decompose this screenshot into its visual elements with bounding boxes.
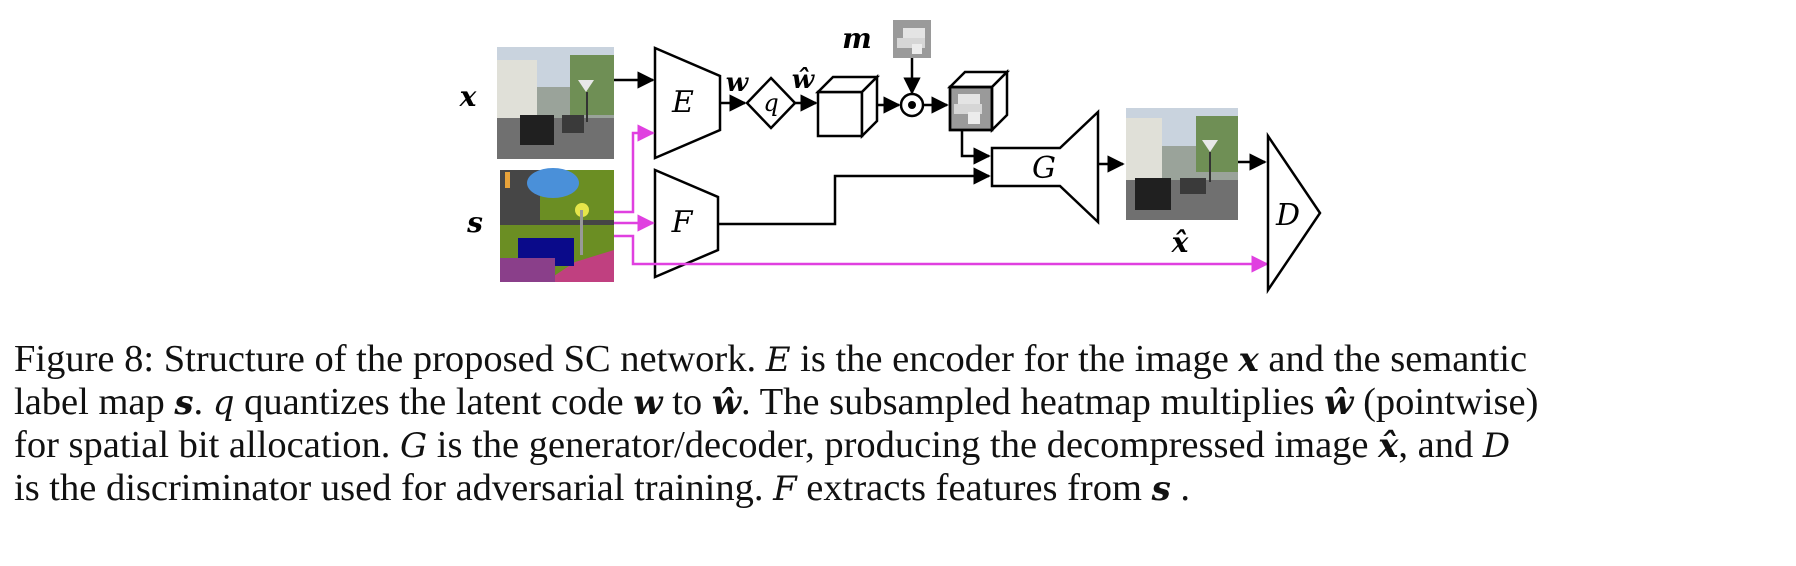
- label-x: x: [459, 80, 477, 113]
- encoder-E: [653, 46, 722, 160]
- math-w-hat: ŵ: [1324, 383, 1354, 423]
- feature-extractor-F-label: F: [671, 205, 694, 240]
- math-s: s: [174, 383, 194, 423]
- quantizer-q: [745, 76, 797, 130]
- caption-text: to: [662, 381, 712, 423]
- math-q: q: [212, 383, 235, 423]
- math-x-hat: x̂: [1378, 426, 1399, 466]
- label-m: m: [842, 22, 872, 55]
- semantic-paths: [614, 124, 1269, 273]
- pointwise-multiply-icon: [899, 92, 925, 118]
- heatmap-m: [893, 20, 931, 58]
- caption-line-3: for spatial bit allocation. G is the gen…: [14, 424, 1784, 467]
- math-D: D: [1482, 426, 1511, 466]
- math-F: F: [773, 469, 797, 509]
- math-x: x: [1238, 340, 1259, 380]
- caption-line-2: label map s. q quantizes the latent code…: [14, 381, 1784, 424]
- math-w: w: [633, 383, 663, 423]
- input-image-x: [497, 47, 614, 159]
- figure-caption: Figure 8: Structure of the proposed SC n…: [14, 338, 1784, 510]
- math-s: s: [1151, 469, 1171, 509]
- caption-text: is the generator/decoder, producing the …: [427, 424, 1379, 466]
- math-w-hat: ŵ: [711, 383, 742, 423]
- arrow-F-to-G: [718, 167, 991, 226]
- caption-line-1: Figure 8: Structure of the proposed SC n…: [14, 338, 1784, 381]
- arrow-masked-to-G: [960, 130, 991, 165]
- discriminator-D-label: D: [1275, 198, 1300, 233]
- discriminator-D: [1266, 131, 1322, 295]
- caption-text: Figure 8: Structure of the proposed SC n…: [14, 338, 766, 380]
- feature-extractor-F: [653, 168, 720, 279]
- caption-text: . The subsampled heatmap multiplies: [741, 381, 1325, 423]
- label-w-hat: ŵ: [792, 65, 816, 95]
- caption-text: .: [193, 381, 213, 423]
- math-E: E: [765, 340, 791, 380]
- encoder-E-label: E: [671, 85, 694, 120]
- generator-G-label: G: [1032, 151, 1056, 186]
- caption-text: .: [1170, 467, 1190, 509]
- math-G: G: [399, 426, 428, 466]
- caption-text: label map: [14, 381, 175, 423]
- label-w: w: [726, 68, 750, 98]
- caption-text: is the encoder for the image: [790, 338, 1239, 380]
- caption-text: is the discriminator used for adversaria…: [14, 467, 774, 509]
- label-s: s: [466, 206, 483, 239]
- generator-G: [990, 109, 1100, 225]
- caption-text: and the semantic: [1258, 338, 1528, 380]
- latent-cube: [814, 73, 881, 140]
- caption-text: extracts features from: [796, 467, 1152, 509]
- caption-text: for spatial bit allocation.: [14, 424, 400, 466]
- network-diagram: x s E F w q ŵ m: [459, 20, 1322, 295]
- caption-text: quantizes the latent code: [234, 381, 634, 423]
- quantizer-q-label: q: [763, 89, 778, 117]
- caption-line-4: is the discriminator used for adversaria…: [14, 467, 1784, 510]
- output-image-x-hat: [1126, 108, 1238, 220]
- caption-text: , and: [1398, 424, 1483, 466]
- label-x-hat: x̂: [1171, 226, 1189, 259]
- label-map-s: [500, 168, 614, 282]
- caption-text: (pointwise): [1353, 381, 1539, 423]
- masked-cube: [946, 68, 1011, 134]
